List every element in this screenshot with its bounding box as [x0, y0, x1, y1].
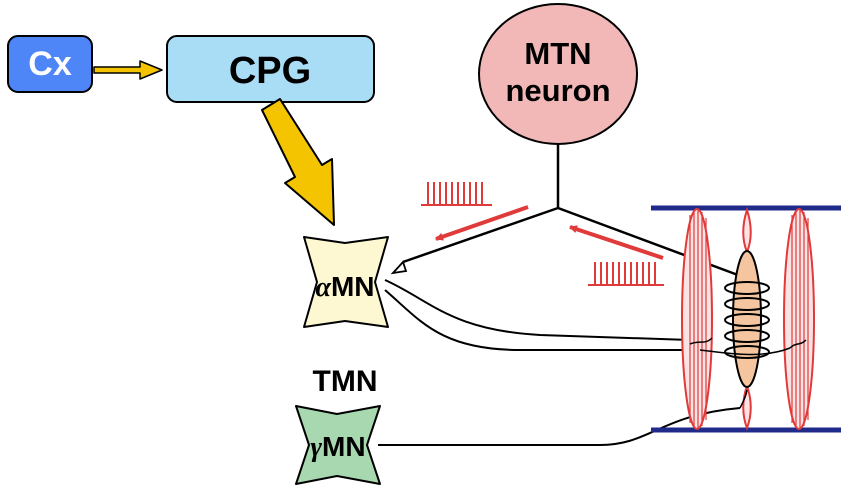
extrafusal-fiber-left	[681, 208, 713, 430]
efferent-red-arrow	[435, 205, 529, 241]
mtn-label-line1: MTN	[524, 36, 591, 71]
mtn-neuron-node: MTN neuron	[478, 3, 638, 145]
alpha-symbol: α	[315, 272, 331, 303]
cpg-to-alpha-arrow	[261, 98, 335, 226]
synapse-terminal	[390, 260, 408, 275]
cpg-node: CPG	[166, 35, 375, 103]
alpha-mn-label: MN	[331, 271, 375, 302]
alpha-motor-axon	[384, 279, 700, 351]
svg-text:γMN: γMN	[310, 431, 365, 463]
spike-train-lower	[588, 262, 664, 286]
mtn-axon	[402, 144, 747, 280]
cx-node: Cx	[7, 35, 93, 93]
gamma-motor-neuron: γMN	[295, 405, 381, 485]
gamma-symbol: γ	[310, 432, 322, 463]
svg-text:αMN: αMN	[315, 271, 374, 303]
tmn-label: TMN	[313, 365, 378, 398]
alpha-motor-neuron: αMN	[303, 236, 389, 328]
cx-to-cpg-arrow	[93, 60, 163, 80]
nerve-branches	[689, 337, 807, 409]
spike-train-upper	[421, 182, 492, 206]
cpg-label: CPG	[229, 50, 311, 92]
gamma-mn-label: MN	[322, 431, 366, 462]
afferent-red-arrow	[569, 225, 664, 260]
muscle-spindle	[724, 206, 770, 431]
annulospiral-ending	[724, 281, 770, 359]
cx-label: Cx	[28, 45, 72, 83]
mtn-label-line2: neuron	[505, 73, 610, 108]
extrafusal-fiber-right	[783, 208, 815, 430]
muscle-spindle-assembly	[651, 205, 841, 433]
gamma-motor-axon	[378, 407, 741, 446]
